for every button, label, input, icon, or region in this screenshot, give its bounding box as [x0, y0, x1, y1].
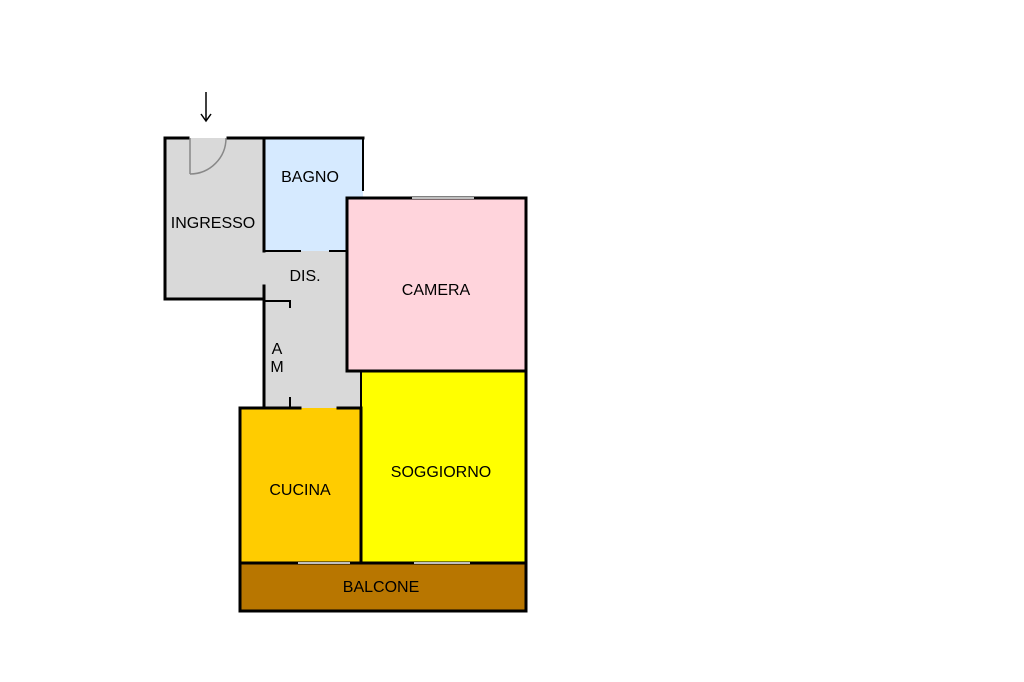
room-fills	[165, 138, 526, 611]
room-balcone[interactable]	[240, 563, 526, 611]
label-camera: CAMERA	[402, 282, 471, 299]
room-soggiorno[interactable]	[361, 371, 526, 563]
label-ingresso: INGRESSO	[171, 215, 255, 232]
label-balcone: BALCONE	[343, 579, 419, 596]
label-closet-a: A	[272, 341, 283, 358]
label-bagno: BAGNO	[281, 169, 339, 186]
label-dis: DIS.	[289, 268, 320, 285]
arrow-down-icon	[200, 92, 212, 123]
label-soggiorno: SOGGIORNO	[391, 464, 491, 481]
label-closet-m: M	[270, 359, 283, 376]
label-cucina: CUCINA	[269, 482, 331, 499]
room-labels: INGRESSO BAGNO DIS. CAMERA SOGGIORNO CUC…	[171, 169, 491, 596]
room-camera[interactable]	[347, 198, 526, 371]
room-cucina[interactable]	[240, 408, 361, 563]
openings	[298, 197, 474, 564]
door-swing-icon	[189, 137, 227, 175]
walls	[163, 136, 528, 613]
room-dis[interactable]	[264, 251, 361, 408]
